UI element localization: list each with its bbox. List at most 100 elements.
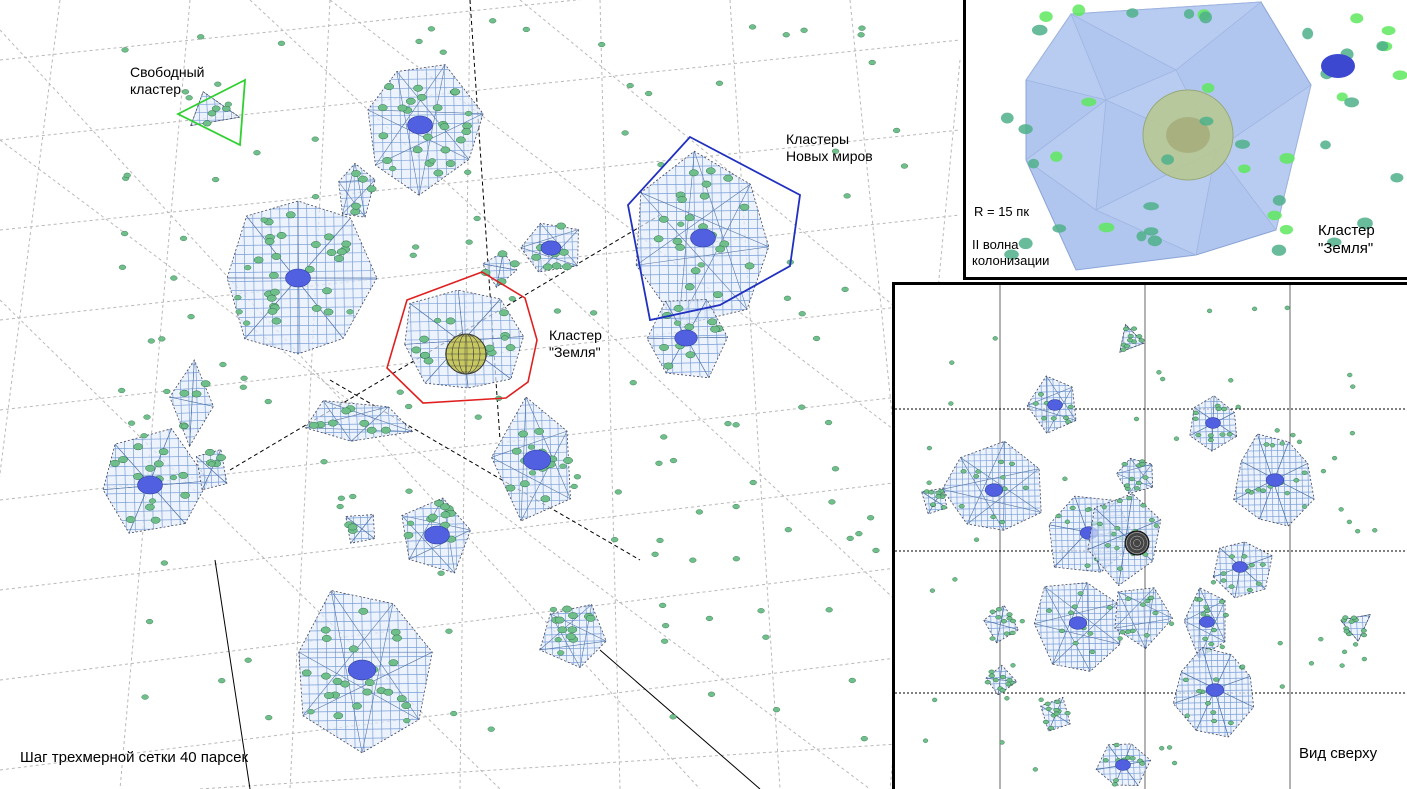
- top-field-star: [1372, 528, 1378, 533]
- mesh-line: [1338, 604, 1340, 646]
- earth-cluster-inset: R = 15 пк II волна колонизации Кластер "…: [963, 0, 1407, 280]
- field-star: [244, 264, 252, 271]
- field-star: [800, 27, 808, 33]
- earth-core: [1166, 117, 1210, 153]
- field-star: [673, 320, 682, 326]
- star: [423, 357, 434, 365]
- cluster-edge: [1087, 493, 1162, 587]
- star: [542, 263, 553, 271]
- mesh-line: [1150, 743, 1151, 786]
- star: [322, 287, 332, 295]
- star: [1139, 761, 1146, 766]
- star: [1350, 615, 1357, 620]
- field-star: [784, 527, 792, 533]
- star: [1213, 677, 1220, 682]
- field-star: [160, 560, 168, 566]
- mesh-line: [978, 597, 980, 653]
- mesh-line: [97, 408, 101, 562]
- top-field-star: [926, 445, 933, 451]
- mesh-line: [246, 79, 249, 141]
- inset-star: [1381, 26, 1396, 36]
- field-star: [629, 380, 637, 386]
- star: [413, 84, 423, 92]
- mesh-line: [634, 279, 638, 397]
- top-field-star: [1331, 455, 1338, 461]
- grid-line: [0, 559, 961, 681]
- inset-star: [1199, 11, 1212, 24]
- star: [1192, 410, 1199, 416]
- cluster-core: [1205, 417, 1221, 429]
- cluster-edge: [1212, 541, 1273, 599]
- mesh-line: [197, 91, 202, 126]
- facet-edge: [305, 427, 413, 432]
- mesh-line: [300, 391, 303, 453]
- star: [207, 110, 217, 117]
- field-star: [677, 221, 685, 227]
- star: [1348, 619, 1355, 624]
- star: [995, 607, 1002, 612]
- mesh-line: [387, 579, 488, 581]
- field-star: [689, 557, 697, 563]
- mesh-line: [1159, 744, 1271, 746]
- field-star: [123, 172, 131, 178]
- mesh-line: [1163, 472, 1165, 598]
- grid-line: [0, 0, 61, 478]
- cluster-edge: [304, 400, 414, 442]
- field-star: [655, 460, 663, 466]
- mesh-line: [1034, 636, 1121, 639]
- mesh-line: [73, 537, 227, 540]
- star: [484, 344, 495, 352]
- field-star: [439, 49, 447, 55]
- mesh-line: [196, 480, 227, 484]
- star: [1063, 415, 1070, 420]
- star: [304, 265, 315, 273]
- mesh-line: [1109, 447, 1111, 503]
- mesh-line: [1175, 573, 1177, 671]
- field-star: [208, 461, 216, 467]
- mesh-line: [927, 436, 1061, 438]
- mesh-line: [1034, 648, 1121, 651]
- star: [562, 263, 572, 271]
- field-star: [626, 82, 634, 89]
- mesh-line: [1184, 640, 1226, 643]
- top-field-star: [1269, 443, 1276, 448]
- mesh-line: [630, 389, 742, 392]
- facet-edge: [408, 497, 444, 560]
- top-field-star: [1062, 476, 1068, 482]
- field-star: [707, 691, 716, 697]
- mesh-line: [1233, 491, 1315, 494]
- dashed-axes: [214, 0, 761, 789]
- star: [1343, 629, 1350, 634]
- field-star: [621, 130, 629, 136]
- free-cluster-label: Свободный кластер: [130, 64, 205, 97]
- star: [999, 519, 1006, 525]
- star: [663, 362, 674, 370]
- mesh-line: [1087, 570, 1161, 573]
- star: [999, 674, 1006, 680]
- star: [1221, 406, 1228, 412]
- mesh-line: [339, 503, 342, 553]
- top-field-star: [1019, 618, 1025, 624]
- top-field-star: [1252, 306, 1258, 312]
- star: [1123, 326, 1130, 332]
- star: [1113, 742, 1120, 748]
- field-star: [661, 638, 669, 644]
- inset-star: [1279, 224, 1294, 235]
- star: [118, 456, 128, 464]
- mesh-line: [1319, 417, 1321, 543]
- star: [1195, 432, 1202, 438]
- field-star: [214, 81, 222, 87]
- mesh-line: [479, 64, 484, 196]
- cluster-body: [1087, 493, 1161, 586]
- field-star: [311, 136, 319, 142]
- mesh-line: [942, 477, 1042, 480]
- top-field-star: [1210, 580, 1217, 585]
- mesh-line: [1181, 388, 1183, 458]
- mesh-line: [1169, 472, 1171, 598]
- star: [1041, 416, 1048, 421]
- star: [1222, 612, 1229, 618]
- star: [1148, 517, 1155, 523]
- star: [653, 235, 664, 243]
- star: [348, 645, 359, 653]
- field-star: [243, 320, 251, 326]
